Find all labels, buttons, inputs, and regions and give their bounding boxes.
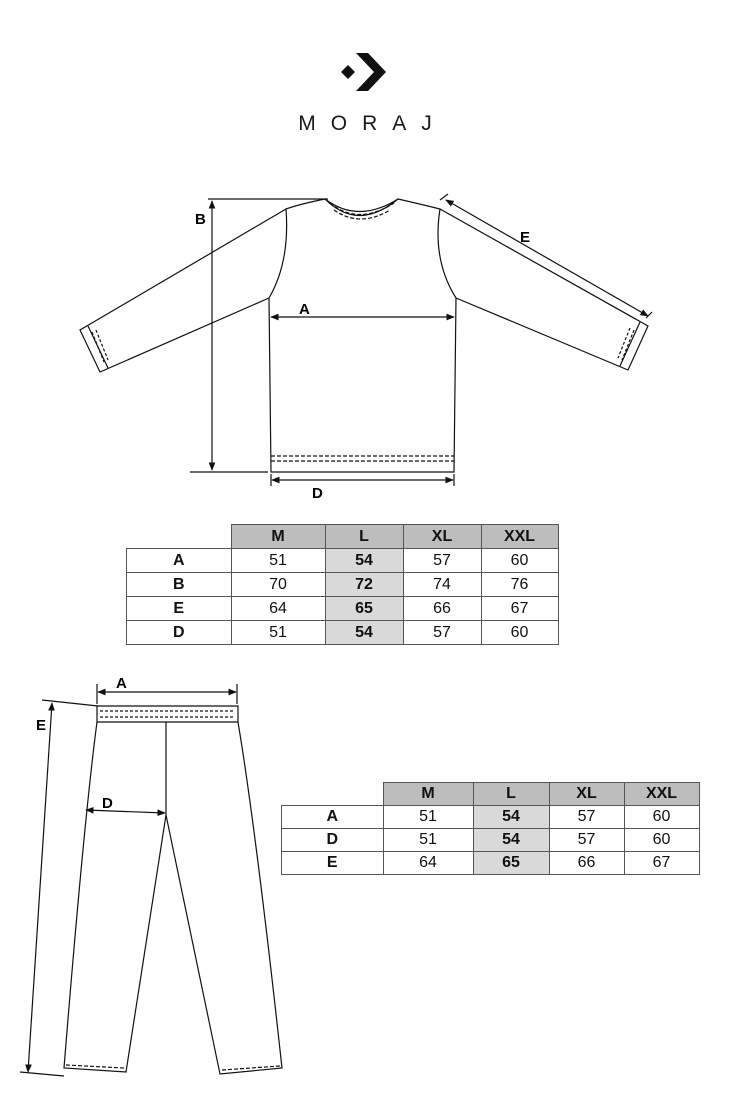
table-cell-highlight: 65	[324, 596, 404, 621]
table-cell: 64	[382, 851, 474, 875]
table-cell: 66	[402, 596, 482, 621]
table-row: A 51 54 57 60	[281, 805, 700, 829]
table-cell: 70	[230, 572, 326, 597]
table-corner	[281, 782, 383, 806]
pants-diagram: A D E	[19, 675, 283, 1077]
row-label: D	[126, 620, 232, 645]
table-cell: 67	[480, 596, 559, 621]
col-header: XL	[548, 782, 625, 806]
table-cell: 60	[623, 828, 700, 852]
label-A: A	[299, 301, 310, 318]
row-label: E	[281, 851, 384, 875]
table-row: A 51 54 57 60	[126, 548, 559, 573]
sweatshirt-diagram: B A D E	[79, 193, 653, 502]
table-cell: 66	[548, 851, 625, 875]
label-D: D	[312, 485, 323, 502]
row-label: A	[281, 805, 384, 829]
table-cell: 57	[402, 620, 482, 645]
table-cell-highlight: 54	[472, 805, 550, 829]
bottom-size-table: M L XL XXL A 51 54 57 60 D 51 54 57 60 E…	[281, 782, 700, 875]
table-cell: 57	[402, 548, 482, 573]
row-label: B	[126, 572, 232, 597]
table-cell-highlight: 72	[324, 572, 404, 597]
table-cell: 51	[230, 620, 326, 645]
table-cell: 74	[402, 572, 482, 597]
pants-label-D: D	[102, 795, 113, 812]
col-header: L	[324, 524, 404, 549]
table-cell-highlight: 65	[472, 851, 550, 875]
table-cell: 51	[230, 548, 326, 573]
row-label: A	[126, 548, 232, 573]
col-header: XL	[402, 524, 482, 549]
table-cell: 51	[382, 828, 474, 852]
table-cell: 64	[230, 596, 326, 621]
table-cell-highlight: 54	[472, 828, 550, 852]
table-cell: 76	[480, 572, 559, 597]
moraj-logo-icon	[341, 53, 386, 91]
table-row: E 64 65 66 67	[126, 596, 559, 621]
row-label: D	[281, 828, 384, 852]
pants-label-A: A	[116, 675, 127, 692]
table-cell: 60	[480, 548, 559, 573]
row-label: E	[126, 596, 232, 621]
table-row: B 70 72 74 76	[126, 572, 559, 597]
top-size-table: M L XL XXL A 51 54 57 60 B 70 72 74 76 E…	[126, 524, 559, 645]
col-header: M	[382, 782, 474, 806]
table-row: D 51 54 57 60	[126, 620, 559, 645]
table-cell: 57	[548, 828, 625, 852]
label-B: B	[195, 211, 206, 228]
table-cell: 60	[623, 805, 700, 829]
col-header: XXL	[623, 782, 700, 806]
col-header: M	[230, 524, 326, 549]
label-E: E	[520, 229, 530, 246]
table-cell-highlight: 54	[324, 620, 404, 645]
col-header: L	[472, 782, 550, 806]
col-header: XXL	[480, 524, 559, 549]
table-corner	[126, 524, 231, 549]
table-cell-highlight: 54	[324, 548, 404, 573]
table-row: E 64 65 66 67	[281, 851, 700, 875]
table-row: D 51 54 57 60	[281, 828, 700, 852]
table-cell: 67	[623, 851, 700, 875]
pants-label-E: E	[36, 717, 46, 734]
table-cell: 57	[548, 805, 625, 829]
table-cell: 60	[480, 620, 559, 645]
table-cell: 51	[382, 805, 474, 829]
brand-name: MORAJ	[298, 112, 447, 135]
